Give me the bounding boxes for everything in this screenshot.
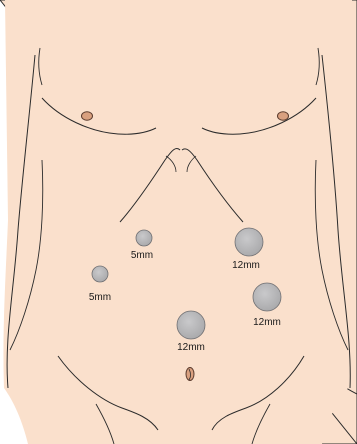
port-left-upper-marker <box>136 230 152 246</box>
port-central-label: 12mm <box>177 342 205 353</box>
left-nipple <box>82 112 93 120</box>
torso-skin <box>3 0 353 444</box>
port-right-lower: 12mm <box>253 283 281 328</box>
port-left-lower-label: 5mm <box>89 292 111 303</box>
port-right-lower-marker <box>253 283 281 311</box>
right-nipple <box>278 112 289 120</box>
port-central: 12mm <box>177 311 205 353</box>
port-central-marker <box>177 311 205 339</box>
port-left-lower-marker <box>92 266 108 282</box>
port-right-upper-marker <box>235 228 263 256</box>
port-left-upper-label: 5mm <box>131 250 153 261</box>
port-right-upper-label: 12mm <box>232 260 260 271</box>
port-right-lower-label: 12mm <box>253 317 281 328</box>
